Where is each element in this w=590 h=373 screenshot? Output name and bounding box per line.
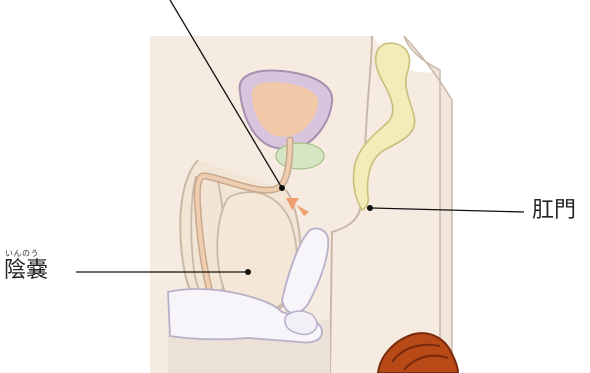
leader-dot-prostate — [279, 185, 285, 191]
prostate — [276, 143, 324, 169]
label-scrotum: 陰嚢 — [4, 258, 48, 284]
leader-dot-scrotum — [245, 269, 251, 275]
label-anus: 肛門 — [532, 198, 576, 224]
leader-dot-anus — [367, 205, 373, 211]
label-scrotum-reading: いんのう — [5, 249, 39, 258]
